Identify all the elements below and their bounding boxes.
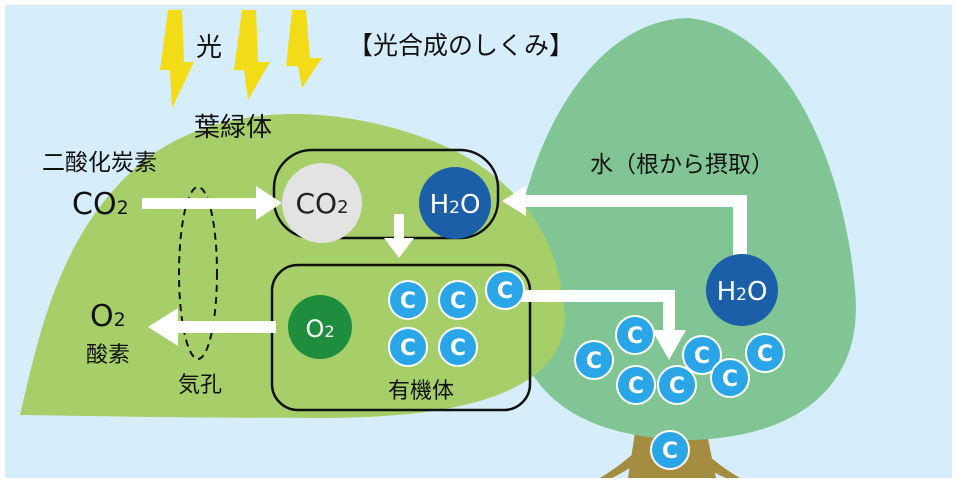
svg-text:C: C <box>694 344 710 369</box>
carbon-atom: C <box>682 335 722 375</box>
svg-text:C: C <box>757 342 773 367</box>
lightning-icon <box>234 10 270 100</box>
co2-molecule <box>282 163 362 243</box>
svg-text:C: C <box>628 374 644 399</box>
svg-text:C: C <box>722 367 738 392</box>
carbon-atom: C <box>438 280 478 320</box>
co2-label: 二酸化炭素 <box>42 150 157 176</box>
svg-text:C: C <box>497 279 513 304</box>
water-uptake-arrow <box>502 186 747 257</box>
oxygen-label: 酸素 <box>86 343 130 368</box>
svg-text:C: C <box>669 374 685 399</box>
o2-formula-outer: O2 <box>90 299 126 334</box>
svg-text:C: C <box>450 336 466 361</box>
light-label: 光 <box>196 33 222 63</box>
h2o-formula-chloroplast: H2O <box>430 190 481 220</box>
svg-text:C: C <box>450 289 466 314</box>
diagram-title: 【光合成のしくみ】 <box>348 31 574 60</box>
co2-formula-outer: CO2 <box>72 187 129 222</box>
carbon-atom: C <box>388 327 428 367</box>
lightning-icon <box>286 10 322 88</box>
svg-text:C: C <box>400 336 416 361</box>
svg-text:C: C <box>586 349 602 374</box>
carbon-atom: C <box>650 430 690 470</box>
svg-text:C: C <box>662 439 678 464</box>
organic-label: 有機体 <box>388 379 454 404</box>
co2-intake-arrow <box>142 186 282 220</box>
chloroplast-label: 葉緑体 <box>194 113 272 143</box>
carbon-atom: C <box>438 327 478 367</box>
chloroplast-box-lower <box>270 263 532 412</box>
carbon-atom: C <box>745 333 785 373</box>
carbon-atom: C <box>710 358 750 398</box>
o2-formula-inner: O2 <box>305 315 334 343</box>
lightning-icon <box>160 10 194 108</box>
svg-text:C: C <box>627 324 643 349</box>
h2o-formula-tree: H2O <box>717 277 768 307</box>
h2o-molecule-tree <box>706 254 778 326</box>
carbon-atom: C <box>616 365 656 405</box>
stomata-ellipse <box>178 186 218 360</box>
o2-release-arrow <box>148 308 276 346</box>
stomata-label: 気孔 <box>178 373 222 398</box>
carbon-atom: C <box>388 280 428 320</box>
organic-transport-arrow <box>520 290 686 360</box>
svg-text:C: C <box>400 289 416 314</box>
synthesis-arrow <box>384 214 414 258</box>
carbon-atom: C <box>485 270 525 310</box>
carbon-atom: C <box>657 365 697 405</box>
h2o-molecule-chloroplast <box>419 167 491 239</box>
carbon-atom: C <box>574 340 614 380</box>
carbon-atom: C <box>615 315 655 355</box>
o2-molecule <box>288 295 352 359</box>
co2-formula-inner: CO2 <box>295 187 348 220</box>
light-rays <box>160 10 322 108</box>
water-label: 水（根から摂取） <box>590 152 774 178</box>
